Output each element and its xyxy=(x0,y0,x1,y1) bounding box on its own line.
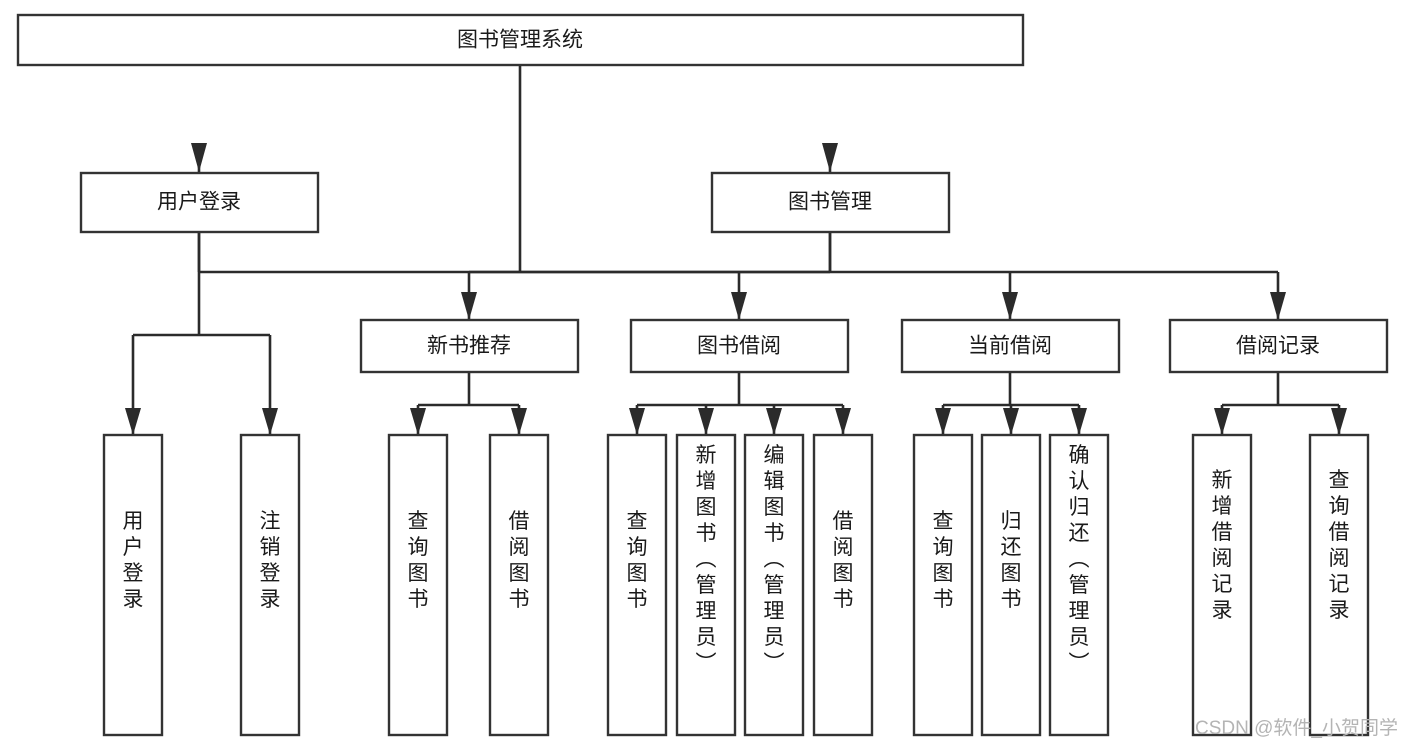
node-leaf-confirm-return[interactable]: 确认归还︵管理员︶ xyxy=(1048,433,1110,737)
node-leaf-edit-book[interactable]: 编辑图书︵管理员︶ xyxy=(743,433,805,737)
connector-layer xyxy=(125,65,1347,435)
node-leaf-query-book-2-box[interactable] xyxy=(606,433,668,737)
node-book-manage-box[interactable] xyxy=(710,171,951,234)
node-leaf-add-book-label: 新增图书︵管理员︶ xyxy=(696,444,717,675)
node-leaf-return-book-label: 归还图书 xyxy=(1001,510,1022,611)
node-book-borrow[interactable]: 图书借阅 xyxy=(629,318,850,374)
node-leaf-add-book[interactable]: 新增图书︵管理员︶ xyxy=(675,433,737,737)
node-book-borrow-box[interactable] xyxy=(629,318,850,374)
node-leaf-user-login-label: 用户登录 xyxy=(123,510,144,611)
node-user-login-label: 用户登录 xyxy=(157,191,241,214)
node-leaf-borrow-book-1-label: 借阅图书 xyxy=(509,510,530,611)
arrow-head-book-manage xyxy=(822,143,838,172)
node-leaf-query-book-1[interactable]: 查询图书 xyxy=(387,433,449,737)
node-leaf-add-record[interactable]: 新增借阅记录 xyxy=(1191,433,1253,737)
node-leaf-return-book-box[interactable] xyxy=(980,433,1042,737)
node-root-box[interactable] xyxy=(16,13,1025,67)
node-leaf-borrow-book-1[interactable]: 借阅图书 xyxy=(488,433,550,737)
arrow-head-leaf-query-book-1 xyxy=(410,408,426,435)
arrow-head-leaf-edit-book xyxy=(766,408,782,435)
csdn-watermark: CSDN @软件_小贺同学 xyxy=(1195,717,1398,739)
node-leaf-edit-book-box[interactable] xyxy=(743,433,805,737)
node-current-borrow[interactable]: 当前借阅 xyxy=(900,318,1121,374)
node-leaf-add-record-box[interactable] xyxy=(1191,433,1253,737)
node-leaf-query-book-1-label: 查询图书 xyxy=(408,510,429,611)
arrow-head-leaf-return-book xyxy=(1003,408,1019,435)
node-leaf-borrow-book-2-label: 借阅图书 xyxy=(833,510,854,611)
node-leaf-user-login-box[interactable] xyxy=(102,433,164,737)
node-book-borrow-label: 图书借阅 xyxy=(697,335,781,358)
node-borrow-record-label: 借阅记录 xyxy=(1236,335,1320,358)
node-user-login[interactable]: 用户登录 xyxy=(79,171,320,234)
node-leaf-borrow-book-1-box[interactable] xyxy=(488,433,550,737)
arrow-head-leaf-add-record xyxy=(1214,408,1230,435)
node-leaf-confirm-return-label: 确认归还︵管理员︶ xyxy=(1069,444,1090,675)
arrow-head-leaf-user-logout xyxy=(262,408,278,435)
node-leaf-query-record-label: 查询借阅记录 xyxy=(1329,469,1350,622)
arrow-head-leaf-add-book xyxy=(698,408,714,435)
node-new-book-recommend-box[interactable] xyxy=(359,318,580,374)
arrow-head-leaf-confirm-return xyxy=(1071,408,1087,435)
arrow-head-user-login xyxy=(191,143,207,172)
arrow-head-leaf-user-login xyxy=(125,408,141,435)
arrow-head-borrow-record xyxy=(1270,292,1286,320)
arrow-head-book-borrow xyxy=(731,292,747,320)
node-leaf-query-record[interactable]: 查询借阅记录 xyxy=(1308,433,1370,737)
node-new-book-recommend[interactable]: 新书推荐 xyxy=(359,318,580,374)
node-leaf-return-book[interactable]: 归还图书 xyxy=(980,433,1042,737)
node-leaf-user-login[interactable]: 用户登录 xyxy=(102,433,164,737)
node-book-manage-label: 图书管理 xyxy=(788,191,872,214)
arrow-head-leaf-borrow-book-2 xyxy=(835,408,851,435)
node-leaf-edit-book-label: 编辑图书︵管理员︶ xyxy=(764,444,785,675)
node-leaf-borrow-book-2[interactable]: 借阅图书 xyxy=(812,433,874,737)
node-root[interactable]: 图书管理系统 xyxy=(16,13,1025,67)
node-borrow-record-box[interactable] xyxy=(1168,318,1389,374)
node-leaf-query-book-2[interactable]: 查询图书 xyxy=(606,433,668,737)
node-leaf-query-book-3[interactable]: 查询图书 xyxy=(912,433,974,737)
node-current-borrow-box[interactable] xyxy=(900,318,1121,374)
arrow-head-current-borrow xyxy=(1002,292,1018,320)
node-leaf-query-book-3-label: 查询图书 xyxy=(933,510,954,611)
node-leaf-add-record-label: 新增借阅记录 xyxy=(1212,469,1233,622)
arrow-head-leaf-borrow-book-1 xyxy=(511,408,527,435)
arrow-head-new-book-recommend xyxy=(461,292,477,320)
node-leaf-confirm-return-box[interactable] xyxy=(1048,433,1110,737)
node-leaf-add-book-box[interactable] xyxy=(675,433,737,737)
node-leaf-query-book-1-box[interactable] xyxy=(387,433,449,737)
node-borrow-record[interactable]: 借阅记录 xyxy=(1168,318,1389,374)
arrow-head-leaf-query-book-3 xyxy=(935,408,951,435)
node-leaf-query-record-box[interactable] xyxy=(1308,433,1370,737)
arrow-head-leaf-query-record xyxy=(1331,408,1347,435)
node-leaf-borrow-book-2-box[interactable] xyxy=(812,433,874,737)
node-new-book-recommend-label: 新书推荐 xyxy=(427,335,511,358)
node-user-login-box[interactable] xyxy=(79,171,320,234)
node-leaf-query-book-3-box[interactable] xyxy=(912,433,974,737)
node-book-manage[interactable]: 图书管理 xyxy=(710,171,951,234)
node-leaf-query-book-2-label: 查询图书 xyxy=(627,510,648,611)
arrow-head-leaf-query-book-2 xyxy=(629,408,645,435)
node-leaf-user-logout-box[interactable] xyxy=(239,433,301,737)
node-root-label: 图书管理系统 xyxy=(457,29,583,52)
node-current-borrow-label: 当前借阅 xyxy=(968,335,1052,358)
node-leaf-user-logout-label: 注销登录 xyxy=(260,510,281,611)
node-leaf-user-logout[interactable]: 注销登录 xyxy=(239,433,301,737)
